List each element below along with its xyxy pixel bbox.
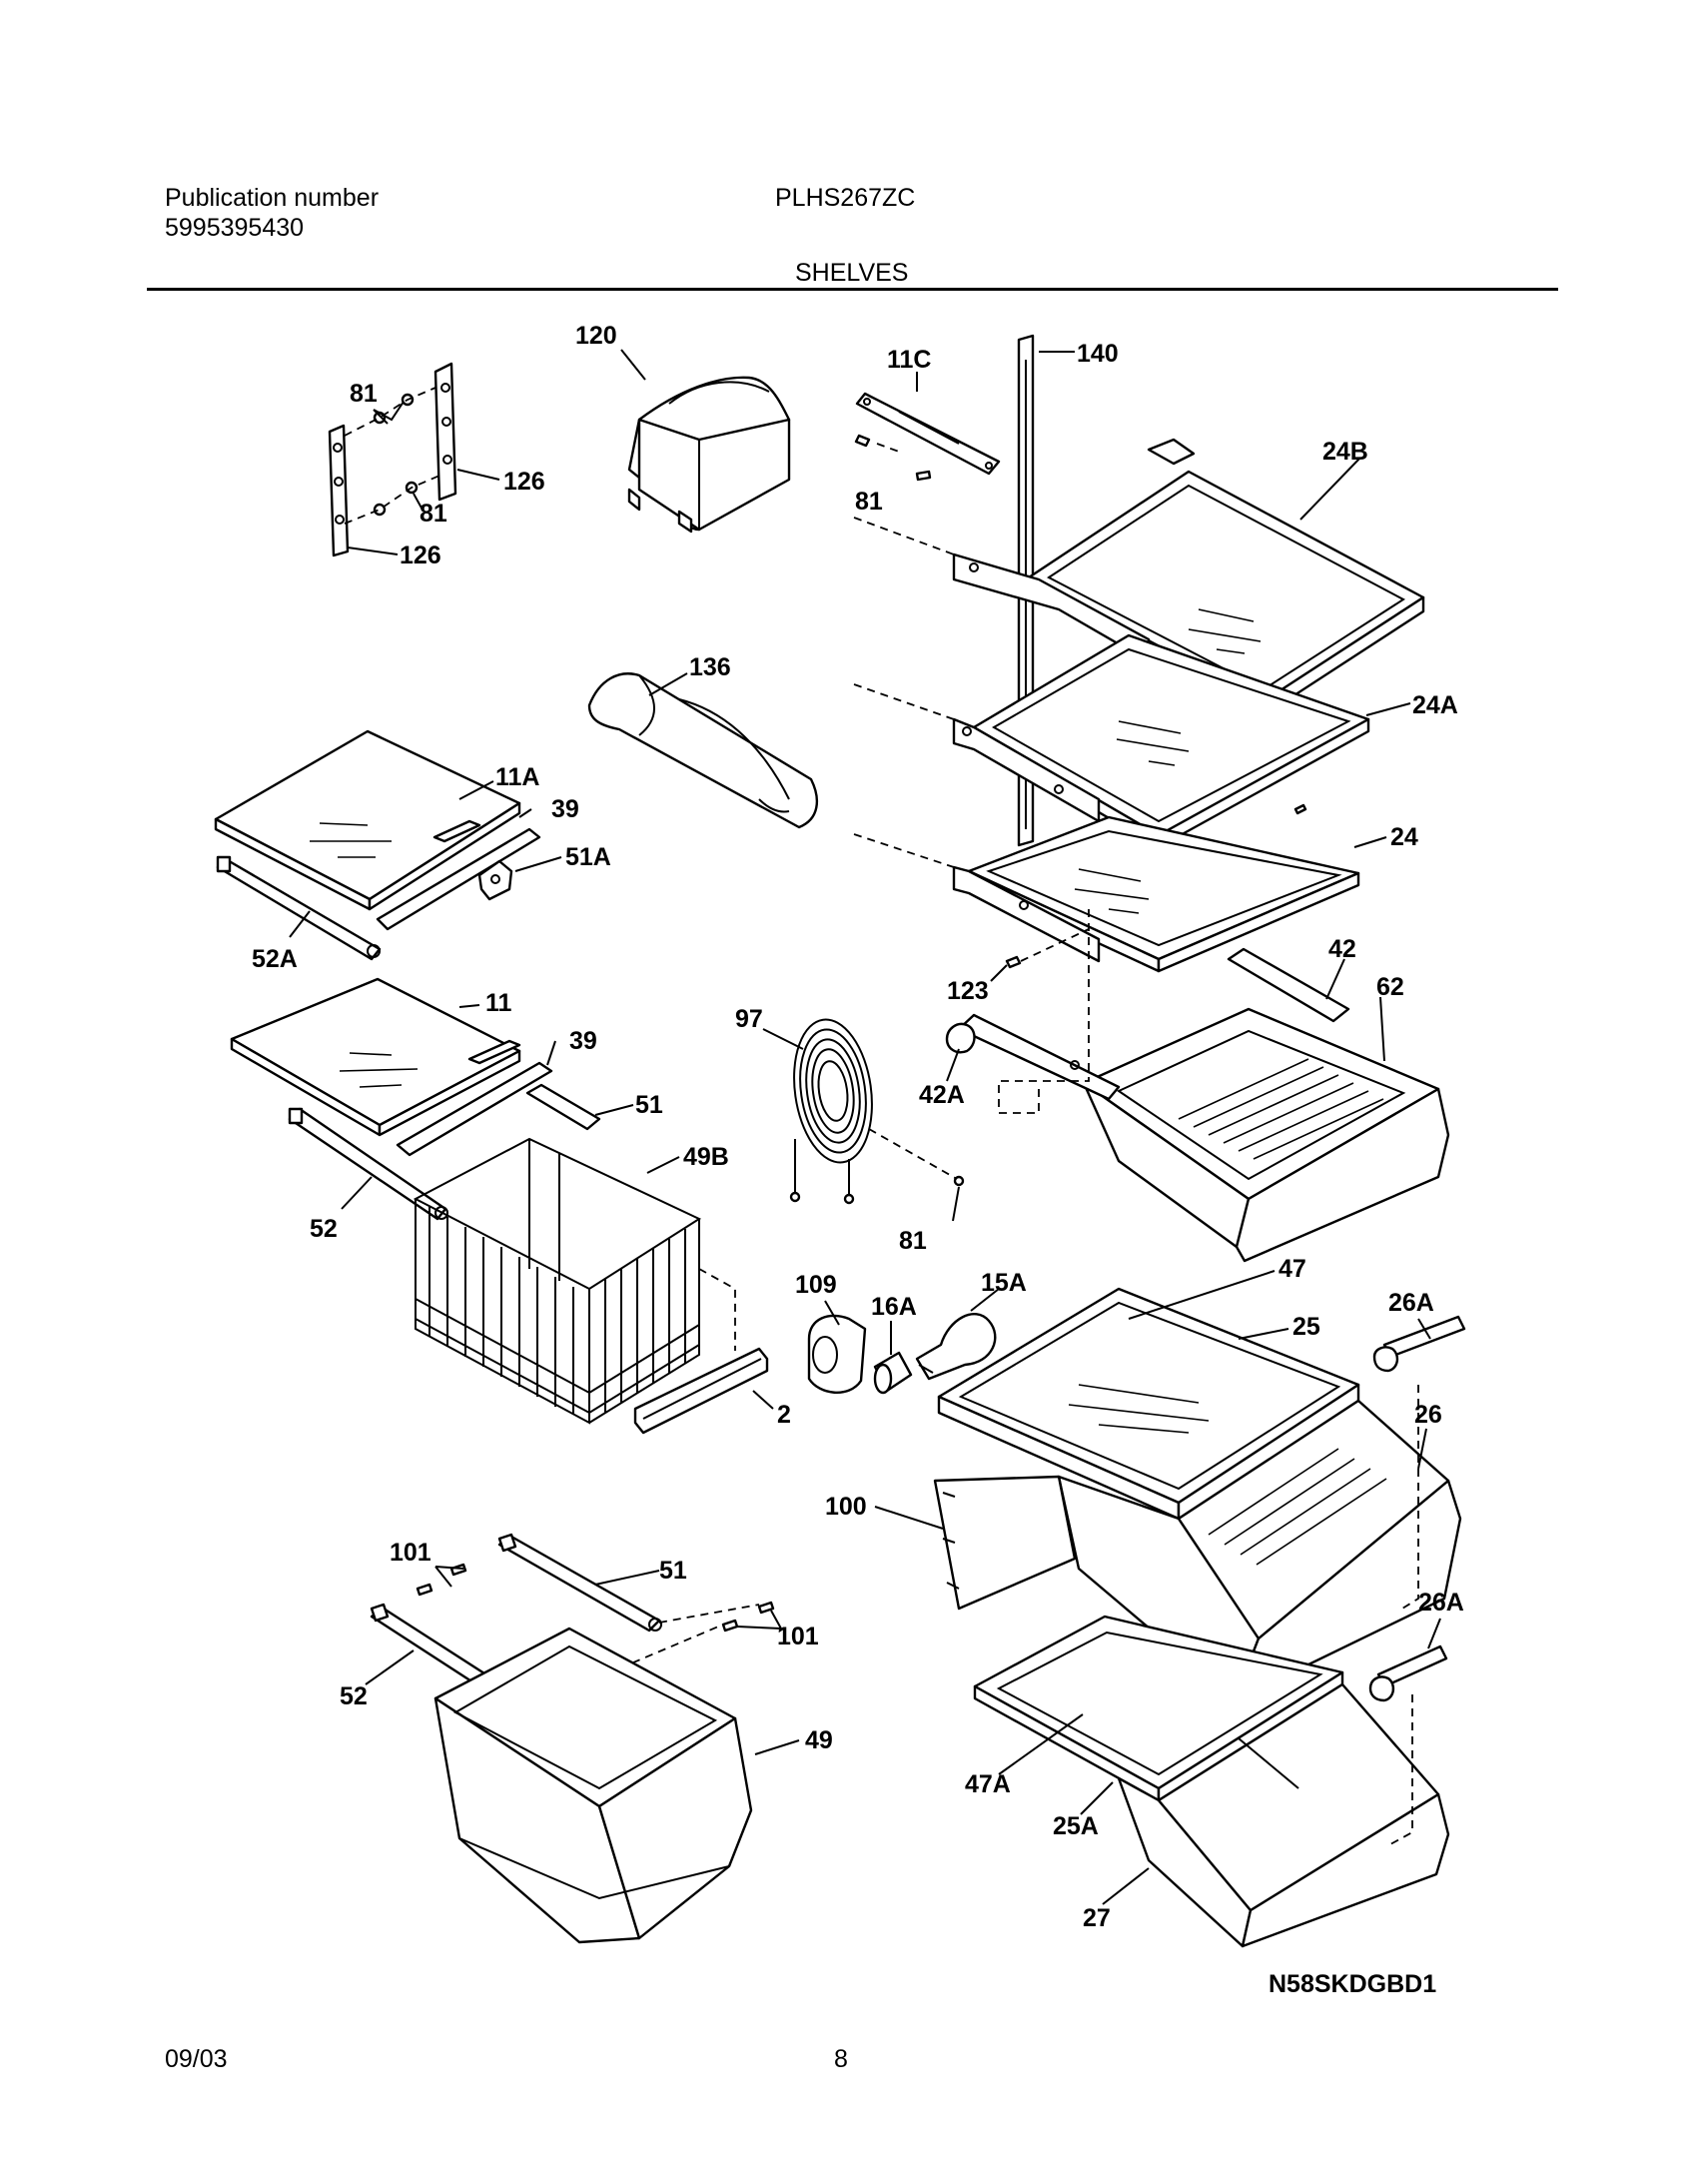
crisper-cover-25a <box>973 1615 1344 1802</box>
part-label-49b: 49B <box>683 1143 729 1171</box>
shelf-rail-51-lower <box>497 1533 662 1633</box>
bracket-26a-lower <box>1368 1644 1448 1702</box>
bracket-126-lower <box>328 424 350 557</box>
part-label-126-upper: 126 <box>503 468 545 496</box>
part-label-52-lower: 52 <box>340 1682 368 1710</box>
part-label-26: 26 <box>1414 1401 1442 1429</box>
part-label-51-upper: 51 <box>635 1091 663 1119</box>
part-label-52-upper: 52 <box>310 1215 338 1243</box>
part-label-24a: 24A <box>1412 691 1458 719</box>
glass-shelf-24a <box>952 633 1370 849</box>
shelf-rail-51-upper <box>525 1083 601 1131</box>
part-label-16a: 16A <box>871 1293 917 1321</box>
wire-basket-49b <box>413 1137 702 1425</box>
part-label-81-mid-left: 81 <box>420 500 447 528</box>
bracket-26a-upper <box>1372 1315 1466 1373</box>
part-label-24: 24 <box>1390 823 1418 851</box>
divider-panel-100 <box>933 1475 1077 1611</box>
bracket-42a <box>945 1013 1121 1101</box>
part-label-81-top-right: 81 <box>855 488 883 516</box>
coil-97 <box>789 1018 873 1205</box>
part-label-81-lamp: 81 <box>899 1227 927 1255</box>
part-label-49: 49 <box>805 1726 833 1754</box>
light-bulb-15a <box>915 1313 997 1381</box>
glass-shelf-24 <box>952 803 1360 973</box>
part-label-52a: 52A <box>252 945 298 973</box>
screws-101-left <box>416 1563 467 1597</box>
shelf-retainer-136 <box>587 672 818 829</box>
part-label-25: 25 <box>1292 1313 1320 1341</box>
part-label-11: 11 <box>485 989 512 1017</box>
part-label-101-left: 101 <box>390 1539 431 1567</box>
glass-shelf-11a <box>214 729 521 911</box>
screw-81-lamp <box>868 1128 965 1187</box>
part-label-101-right: 101 <box>777 1623 819 1650</box>
part-label-11c: 11C <box>887 346 931 374</box>
part-label-26a-lower: 26A <box>1418 1589 1464 1617</box>
shelf-rail-51a <box>477 859 513 901</box>
part-label-47a: 47A <box>965 1770 1011 1798</box>
part-label-2: 2 <box>777 1401 791 1429</box>
crisper-drawer-62 <box>1082 1007 1450 1263</box>
crisper-cover-25 <box>937 1287 1360 1521</box>
header-rule <box>147 288 1558 291</box>
part-label-100: 100 <box>825 1493 867 1521</box>
crisper-drawer-27 <box>1117 1682 1450 1948</box>
shelf-rail-52-upper <box>288 1107 448 1221</box>
crisper-cover-42 <box>1227 947 1350 1023</box>
part-label-25a: 25A <box>1053 1812 1099 1840</box>
part-label-24b: 24B <box>1322 438 1368 466</box>
part-label-62: 62 <box>1376 973 1404 1001</box>
part-label-123: 123 <box>947 977 989 1005</box>
page-number: 8 <box>834 2045 848 2073</box>
part-label-15a: 15A <box>981 1269 1027 1297</box>
screw-123 <box>1005 928 1090 969</box>
bracket-126-upper <box>433 362 457 502</box>
part-label-51a: 51A <box>565 843 611 871</box>
shelf-rail-11c <box>855 392 1001 476</box>
part-label-81-top-left: 81 <box>350 380 378 408</box>
part-label-39-upper: 39 <box>551 795 579 823</box>
part-label-126-lower: 126 <box>400 542 441 569</box>
part-label-109: 109 <box>795 1271 837 1299</box>
shelf-rail-52a <box>216 855 382 961</box>
publication-number: 5995395430 <box>165 214 305 242</box>
screw-81-top-right <box>854 434 932 482</box>
lamp-shield-109 <box>807 1314 867 1395</box>
lamp-socket-16a <box>873 1351 913 1395</box>
glass-shelf-11 <box>230 977 521 1137</box>
shelf-trim-39-upper <box>376 827 541 931</box>
part-label-26a-upper: 26A <box>1388 1289 1434 1317</box>
part-label-120: 120 <box>575 322 617 350</box>
shelf-trim-39-lower <box>396 1061 553 1157</box>
part-label-47: 47 <box>1279 1255 1306 1283</box>
part-label-11a: 11A <box>495 763 539 791</box>
part-label-39-lower: 39 <box>569 1027 597 1055</box>
door-bin-120 <box>627 376 791 534</box>
part-label-27: 27 <box>1083 1904 1111 1932</box>
trim-2 <box>633 1347 769 1435</box>
part-label-140: 140 <box>1077 340 1119 368</box>
part-label-97: 97 <box>735 1005 763 1033</box>
part-label-42: 42 <box>1328 935 1356 963</box>
model-number: PLHS267ZC <box>775 184 916 212</box>
freezer-bin-49 <box>433 1627 753 1944</box>
part-label-136: 136 <box>689 653 731 681</box>
part-label-51-lower: 51 <box>659 1557 687 1585</box>
diagram-code: N58SKDGBD1 <box>1269 1970 1437 1998</box>
section-title: SHELVES <box>795 259 909 287</box>
part-label-42a: 42A <box>919 1081 965 1109</box>
publication-label: Publication number <box>165 184 380 212</box>
footer-date: 09/03 <box>165 2045 228 2073</box>
